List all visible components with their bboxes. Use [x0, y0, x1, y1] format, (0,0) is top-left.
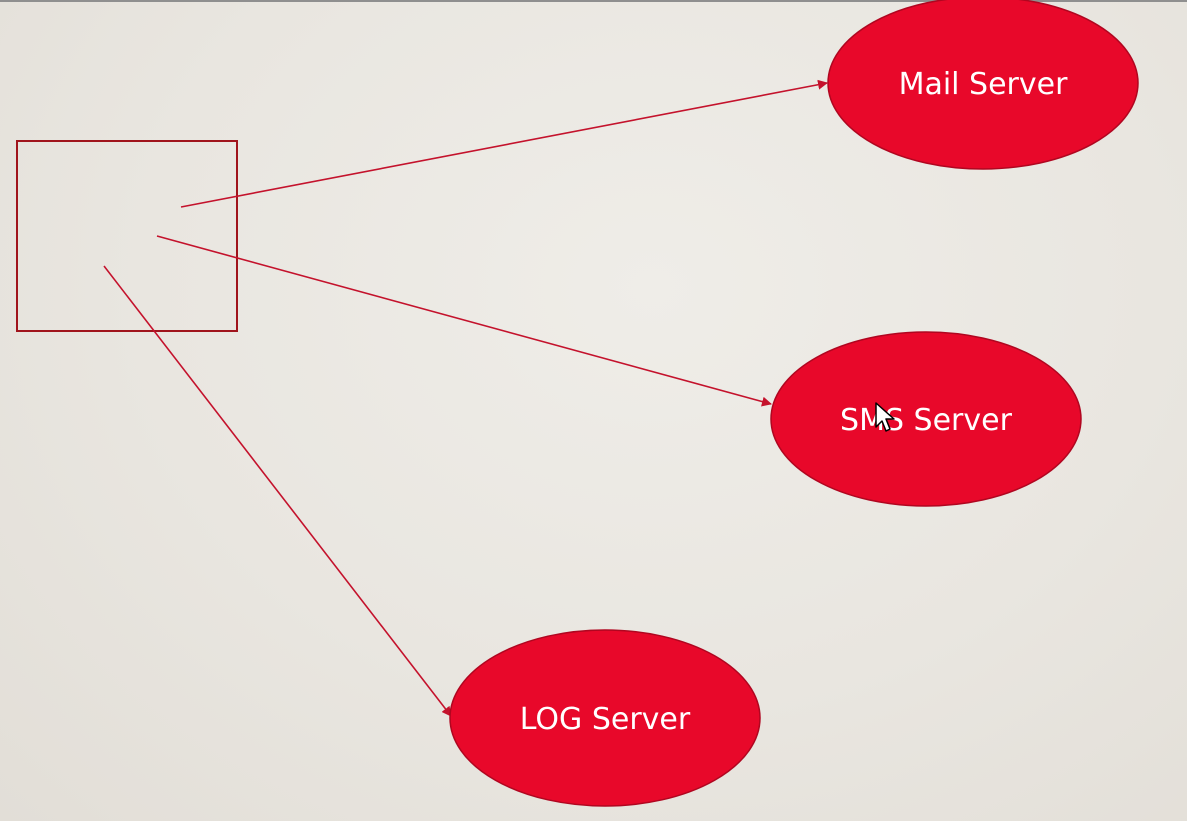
node-log-server-label: LOG Server	[520, 702, 691, 737]
node-mail-server-label: Mail Server	[899, 67, 1069, 102]
mouse-pointer-icon	[875, 402, 895, 432]
source-box	[16, 140, 238, 332]
node-log-server: LOG Server	[449, 629, 761, 807]
arrow-to-sms-server	[156, 235, 772, 407]
arrow-to-mail-server	[180, 79, 828, 208]
arrow-to-log-server	[103, 265, 452, 717]
top-edge-divider	[0, 0, 1187, 2]
node-mail-server: Mail Server	[827, 0, 1139, 170]
node-sms-server: SMS Server	[770, 331, 1082, 507]
node-sms-server-label: SMS Server	[840, 403, 1013, 438]
